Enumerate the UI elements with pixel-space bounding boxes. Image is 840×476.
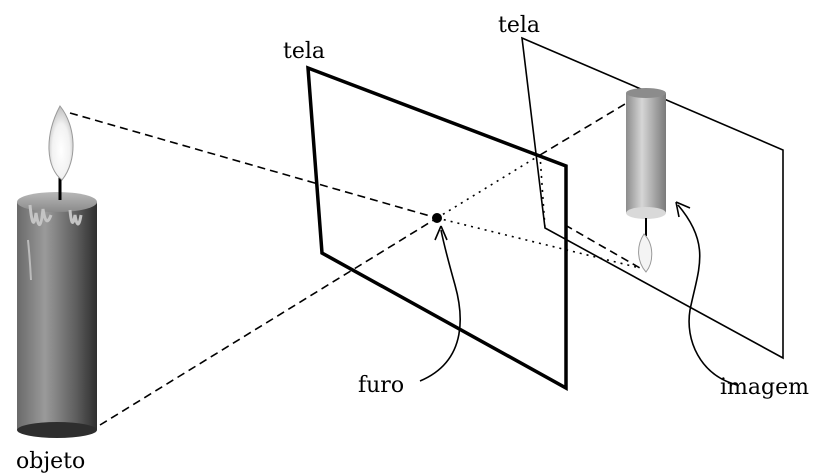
candle-object — [17, 105, 97, 438]
label-front-screen: tela — [283, 39, 325, 64]
label-back-screen: tela — [498, 13, 540, 38]
label-object: objeto — [16, 449, 85, 474]
dotted-rays — [436, 154, 641, 269]
dashed-rays — [69, 97, 641, 426]
arrow-to-pinhole — [419, 225, 461, 382]
label-pinhole: furo — [358, 373, 404, 398]
front-screen — [306, 65, 568, 391]
label-image: imagem — [720, 375, 809, 400]
inverted-image — [626, 88, 666, 273]
arrow-to-image — [675, 201, 738, 386]
pinhole-dot — [432, 213, 442, 223]
candle-flame-icon — [48, 105, 74, 181]
